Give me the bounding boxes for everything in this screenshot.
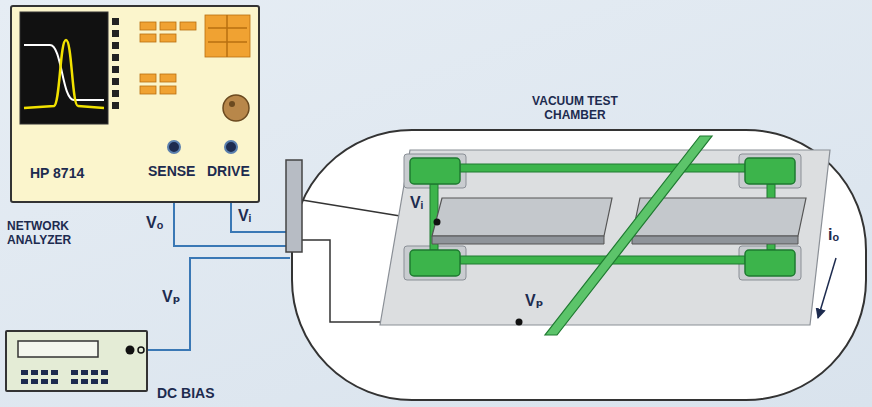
anchor-pad [745,158,795,184]
key-slots [208,41,247,43]
front-panel-keys [140,22,156,30]
front-panel-keys [140,15,250,94]
heading-label: NETWORK ANALYZER [7,220,102,248]
contact-dot [434,219,523,326]
front-panel-keys [140,86,156,94]
softkey-column [112,42,119,49]
port-label: DRIVE [207,163,250,179]
electrode [432,198,612,236]
bias-display [18,341,98,357]
resonator-beam [545,136,712,335]
substrate-plate [380,150,830,325]
softkey-column [112,78,119,85]
front-panel-keys [205,15,250,57]
substrate-plate [380,150,830,325]
suspension-beam [460,256,745,264]
signal-wire [148,258,290,350]
key-slots [208,15,247,57]
feedthrough [286,160,302,252]
model-name: HP 8714 [30,165,84,181]
bias-terminal [138,347,144,353]
front-panel-keys [140,74,156,82]
softkey-column [112,102,119,109]
key-slots [226,15,228,57]
softkey-column [112,18,119,109]
port-connector [225,141,237,153]
bias-terminal [126,346,135,355]
signal-name: Vₚ [525,292,543,310]
signal-name: Vₒ [146,214,163,232]
electrode [432,198,806,244]
front-panel-keys [160,86,176,94]
analyzer-screen [20,12,108,124]
signal-name: Vᵢ [238,207,251,225]
anchor-pad [410,158,795,276]
bias-keypad [68,367,108,385]
electrode [432,236,604,244]
anchor-pad [410,158,460,184]
anchor-ground-pad [739,154,801,188]
softkey-column [112,54,119,61]
signal-name: Vₚ [162,288,180,306]
resonator-beam [545,136,712,335]
inner-wire [302,200,517,322]
bias-keypad [18,367,58,385]
contact-dot [434,219,441,226]
front-panel-keys [140,34,156,42]
tuning-knob [229,101,235,107]
signal-wire [231,203,290,232]
analyzer-screen [24,40,104,108]
port-connector [168,141,237,153]
suspension-beam [430,164,775,264]
inner-wire [302,240,517,322]
analyzer-screen [20,12,108,124]
feedthrough [286,160,302,252]
heading-label: VACUUM TEST CHAMBER [515,95,635,123]
key-slots [208,27,247,29]
bias-display [18,341,98,357]
softkey-column [112,30,119,37]
signal-wire [174,203,290,246]
electrode [632,198,806,236]
front-panel-keys [160,34,176,42]
softkey-column [112,18,119,25]
heading-label: DC BIAS [157,385,215,401]
chamber-outline [290,95,868,403]
bias-terminal [126,346,145,355]
softkey-column [112,90,119,97]
anchor-ground-pad [404,246,466,280]
analyzer-screen [24,45,104,100]
electrode [632,236,798,244]
anchor-pad [410,250,460,276]
tuning-knob [223,95,249,121]
signal-name: iₒ [828,226,839,244]
suspension-beam [767,184,775,250]
contact-dot [516,319,523,326]
anchor-ground-pad [739,246,801,280]
bias-keypad [18,367,108,385]
anchor-ground-pad [404,154,466,188]
anchor-ground-pad [404,154,801,280]
front-panel-keys [160,74,176,82]
chamber-outline [292,130,866,400]
signal-name: Vᵢ [410,194,423,212]
anchor-pad [745,250,795,276]
current-arrow [818,258,836,318]
softkey-column [112,66,119,73]
suspension-beam [460,164,745,172]
port-label: SENSE [148,163,195,179]
suspension-beam [430,184,438,250]
chamber-outline: VACUUM TEST CHAMBER [290,95,868,403]
port-connector [168,141,180,153]
front-panel-keys [180,22,196,30]
current-arrow [818,258,836,318]
tuning-knob [223,95,249,121]
instrument-box: DC BIAS [5,330,148,392]
front-panel-keys [160,22,176,30]
